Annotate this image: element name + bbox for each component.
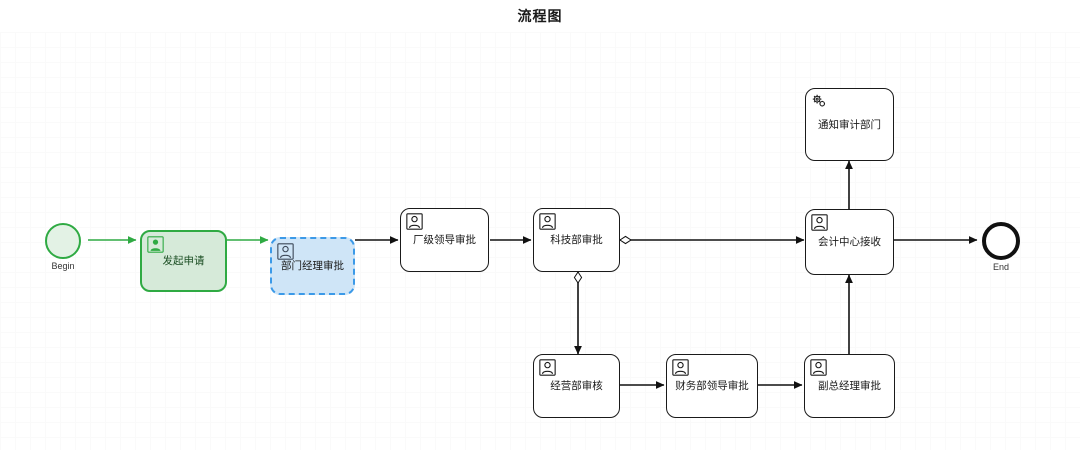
task-node-deputy-general-manager-approval[interactable]: 副总经理审批 [804, 354, 895, 418]
end-event[interactable] [982, 222, 1020, 260]
task-node-label: 厂级领导审批 [413, 234, 476, 246]
service-task-gear-icon [812, 94, 826, 107]
task-node-notify-audit-department[interactable]: 通知审计部门 [805, 88, 894, 161]
user-task-icon [539, 213, 556, 230]
task-node-label: 部门经理审批 [281, 260, 344, 272]
user-task-icon [277, 243, 294, 260]
task-node-label: 财务部领导审批 [675, 380, 749, 392]
task-node-label: 会计中心接收 [818, 236, 881, 248]
start-event-label: Begin [51, 261, 75, 271]
task-node-department-manager-approval[interactable]: 部门经理审批 [270, 237, 355, 295]
task-node-business-department-review[interactable]: 经营部审核 [533, 354, 620, 418]
task-node-label: 发起申请 [162, 255, 205, 267]
user-task-icon [810, 359, 827, 376]
task-node-label: 通知审计部门 [818, 118, 881, 131]
task-node-accounting-center-receipt[interactable]: 会计中心接收 [805, 209, 894, 275]
task-node-initiate-application[interactable]: 发起申请 [140, 230, 227, 292]
page-title: 流程图 [517, 8, 563, 24]
user-task-icon [406, 213, 423, 230]
user-task-icon [147, 236, 164, 253]
task-node-label: 副总经理审批 [818, 380, 881, 392]
edge-layer [88, 160, 978, 389]
task-node-label: 科技部审批 [550, 234, 603, 246]
user-task-icon [672, 359, 689, 376]
task-node-finance-leader-approval[interactable]: 财务部领导审批 [666, 354, 758, 418]
user-task-icon [539, 359, 556, 376]
diagram-canvas[interactable]: Begin 发起申请 部门经理审批 [0, 32, 1080, 450]
task-node-technology-department-approval[interactable]: 科技部审批 [533, 208, 620, 272]
task-node-label: 经营部审核 [550, 380, 603, 392]
user-task-icon [811, 214, 828, 231]
start-event-begin[interactable] [45, 223, 81, 259]
end-event-label: End [992, 262, 1009, 272]
task-node-factory-leader-approval[interactable]: 厂级领导审批 [400, 208, 489, 272]
